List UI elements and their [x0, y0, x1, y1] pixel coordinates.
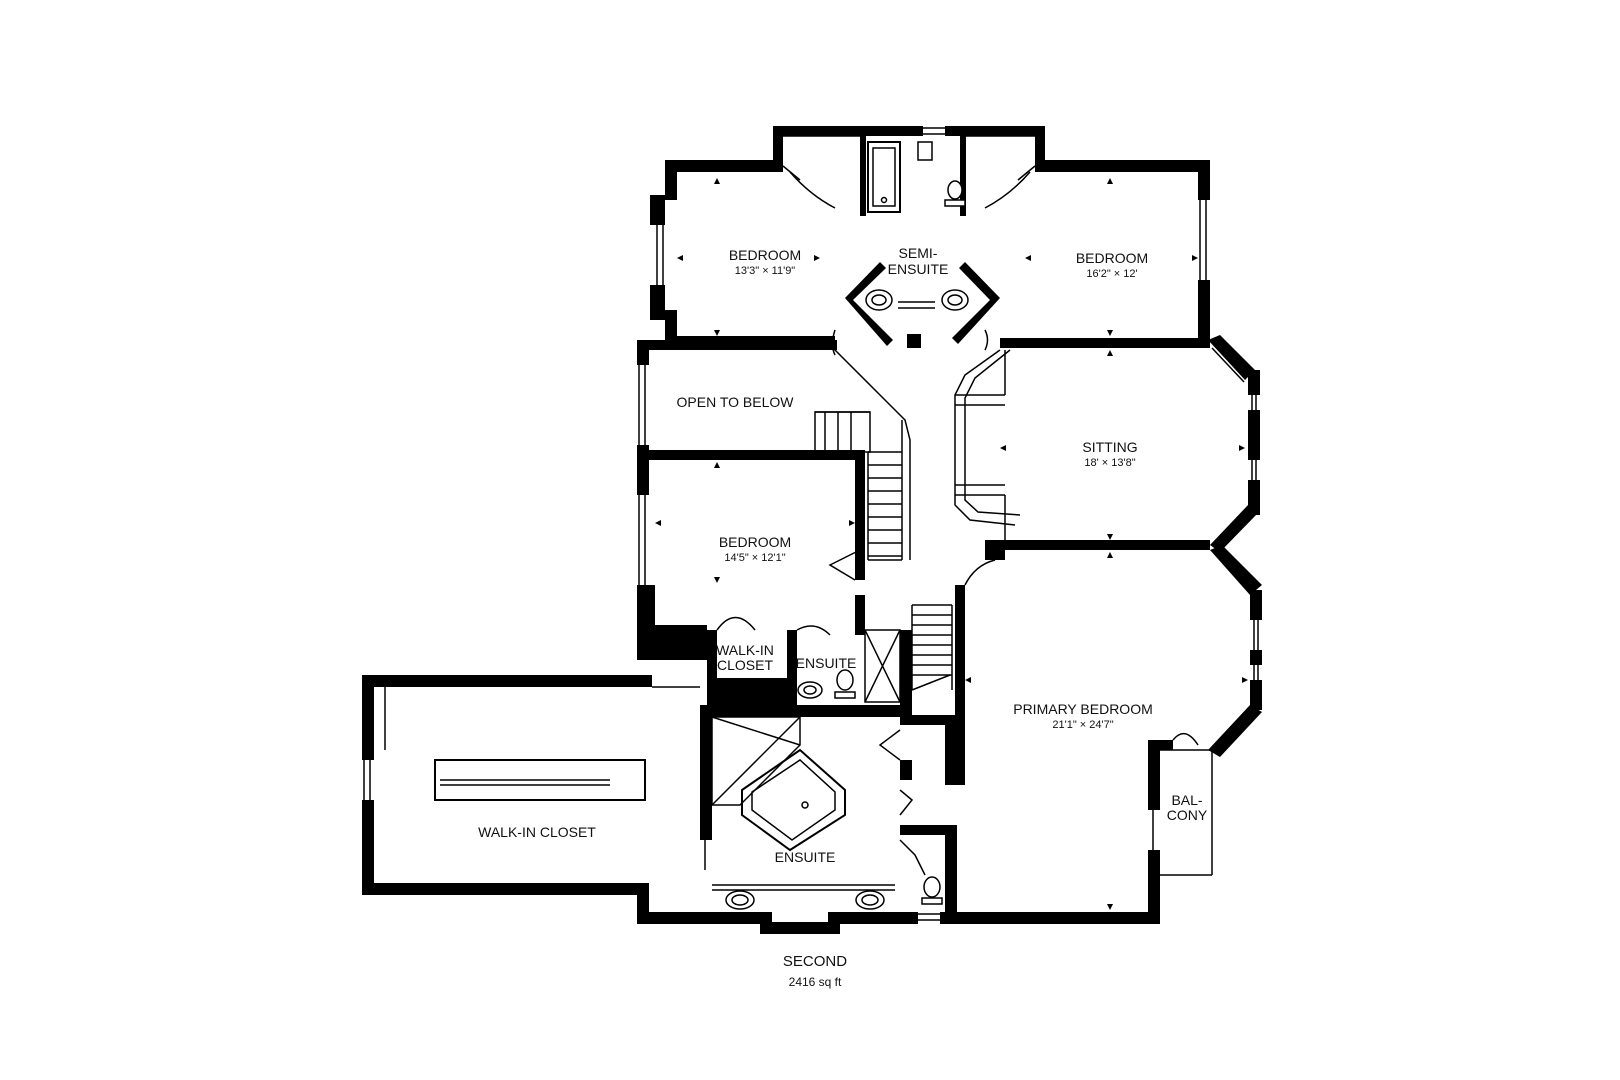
room-name-balcony-line2: CONY — [1167, 807, 1208, 823]
room-name-bedroom-nw: BEDROOM — [729, 247, 801, 263]
floor-area: 2416 sq ft — [789, 975, 842, 989]
room-name-bedroom-w: BEDROOM — [719, 534, 791, 550]
toilet-icon — [836, 669, 854, 691]
room-name-semi-ensuite-line1: SEMI- — [899, 245, 938, 261]
toilet-icon — [923, 876, 941, 898]
room-name-walkin-closet-large: WALK-IN CLOSET — [478, 824, 596, 840]
room-name-ensuite-large: ENSUITE — [775, 849, 836, 865]
room-dims-bedroom-ne: 16'2" × 12' — [1086, 268, 1137, 280]
room-name-sitting: SITTING — [1082, 439, 1137, 455]
walls — [362, 126, 1262, 934]
room-name-open-to-below: OPEN TO BELOW — [677, 394, 795, 410]
stair-treads-lower — [912, 604, 952, 676]
room-name-bedroom-ne: BEDROOM — [1076, 250, 1148, 266]
room-name-ensuite-small: ENSUITE — [796, 655, 857, 671]
floor-name: SECOND — [783, 953, 847, 970]
room-name-primary-bedroom: PRIMARY BEDROOM — [1013, 701, 1153, 717]
stair-treads-upper — [824, 412, 902, 557]
room-name-balcony-line1: BAL- — [1171, 792, 1202, 808]
room-name-walkin-closet-small-line2: CLOSET — [717, 657, 773, 673]
room-name-semi-ensuite-line2: ENSUITE — [888, 261, 949, 277]
dimension-ticks — [655, 178, 1248, 910]
room-dims-primary-bedroom: 21'1" × 24'7" — [1052, 719, 1113, 731]
fixtures — [725, 180, 969, 910]
room-dims-bedroom-nw: 13'3" × 11'9" — [735, 265, 796, 277]
details — [363, 127, 1259, 931]
room-dims-bedroom-w: 14'5" × 12'1" — [724, 552, 785, 564]
room-name-walkin-closet-small-line1: WALK-IN — [716, 642, 774, 658]
room-labels: BEDROOM 13'3" × 11'9" SEMI- ENSUITE BEDR… — [478, 245, 1208, 989]
room-dims-sitting: 18' × 13'8" — [1084, 457, 1135, 469]
toilet-icon — [947, 180, 963, 200]
